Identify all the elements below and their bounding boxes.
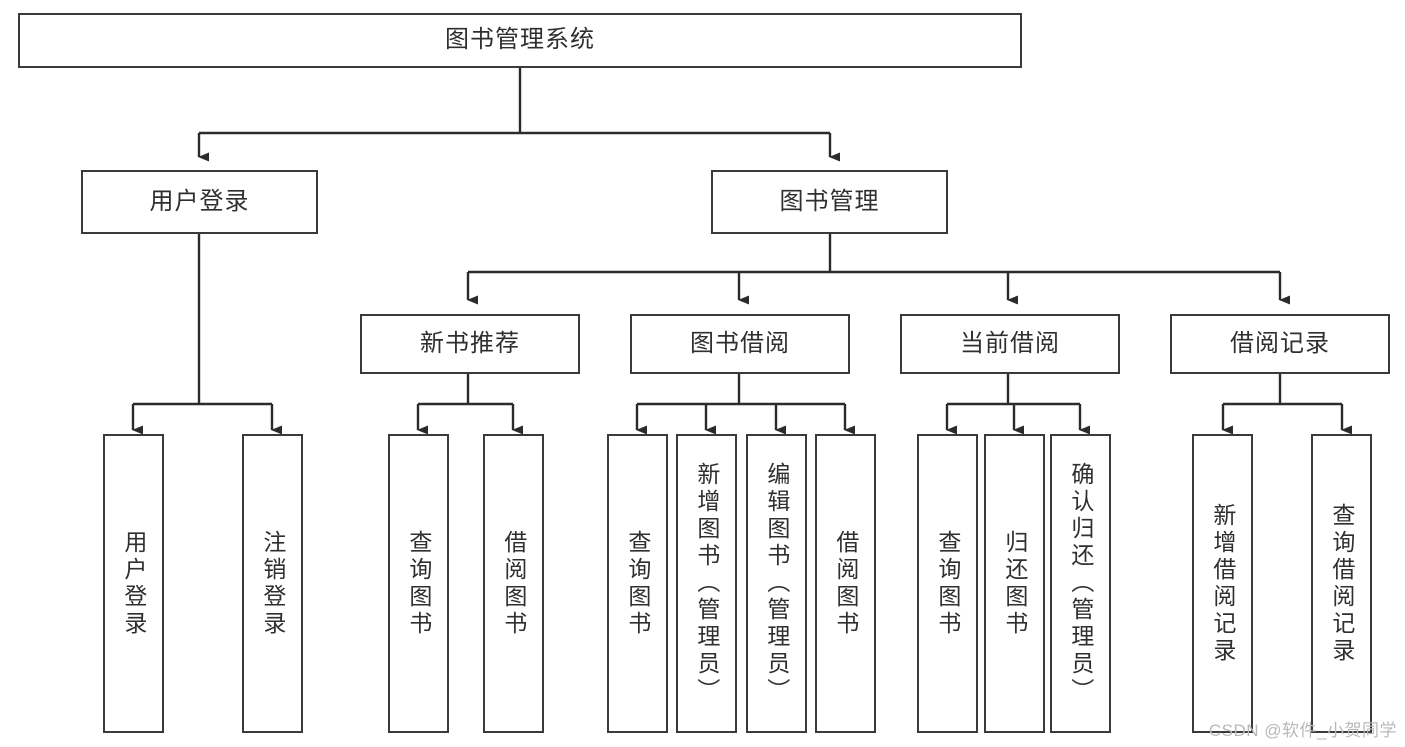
node-label: 查询图书 — [624, 529, 651, 638]
leaf-current-confirm-return[interactable]: 确认归还（管理员） — [1050, 434, 1111, 733]
node-label: 借阅图书 — [832, 529, 859, 638]
leaf-borrow-query-book[interactable]: 查询图书 — [607, 434, 668, 733]
node-label: 图书管理 — [779, 187, 880, 215]
leaf-record-add-record[interactable]: 新增借阅记录 — [1192, 434, 1253, 733]
leaf-recommend-borrow-book[interactable]: 借阅图书 — [483, 434, 544, 733]
node-book-management[interactable]: 图书管理 — [711, 170, 948, 234]
node-new-book-recommend[interactable]: 新书推荐 — [360, 314, 580, 374]
node-borrow-record[interactable]: 借阅记录 — [1170, 314, 1390, 374]
leaf-user-login-logout[interactable]: 注销登录 — [242, 434, 303, 733]
csdn-watermark: CSDN @软件_小贺同学 — [1208, 721, 1397, 740]
node-label: 用户登录 — [120, 529, 147, 638]
node-book-borrow[interactable]: 图书借阅 — [630, 314, 850, 374]
node-label: 当前借阅 — [960, 329, 1060, 357]
node-user-login[interactable]: 用户登录 — [81, 170, 318, 234]
leaf-current-query-book[interactable]: 查询图书 — [917, 434, 978, 733]
leaf-borrow-edit-book[interactable]: 编辑图书（管理员） — [746, 434, 807, 733]
node-label: 图书管理系统 — [445, 26, 595, 54]
node-label: 确认归还（管理员） — [1067, 462, 1094, 705]
leaf-recommend-query-book[interactable]: 查询图书 — [388, 434, 449, 733]
leaf-user-login-login[interactable]: 用户登录 — [103, 434, 164, 733]
node-label: 新增借阅记录 — [1209, 502, 1236, 665]
node-label: 借阅记录 — [1230, 329, 1330, 357]
node-label: 编辑图书（管理员） — [763, 462, 790, 705]
node-label: 查询借阅记录 — [1328, 502, 1355, 665]
node-label: 借阅图书 — [500, 529, 527, 638]
node-label: 归还图书 — [1001, 529, 1028, 638]
leaf-borrow-borrow-book[interactable]: 借阅图书 — [815, 434, 876, 733]
node-label: 新增图书（管理员） — [693, 462, 720, 705]
node-label: 查询图书 — [934, 529, 961, 638]
node-label: 图书借阅 — [690, 329, 790, 357]
node-label: 查询图书 — [405, 529, 432, 638]
node-current-borrow[interactable]: 当前借阅 — [900, 314, 1120, 374]
node-root-system[interactable]: 图书管理系统 — [18, 13, 1022, 68]
leaf-record-query-record[interactable]: 查询借阅记录 — [1311, 434, 1372, 733]
node-label: 注销登录 — [259, 529, 286, 638]
leaf-current-return-book[interactable]: 归还图书 — [984, 434, 1045, 733]
node-label: 新书推荐 — [420, 329, 520, 357]
node-label: 用户登录 — [149, 187, 250, 215]
leaf-borrow-add-book[interactable]: 新增图书（管理员） — [676, 434, 737, 733]
